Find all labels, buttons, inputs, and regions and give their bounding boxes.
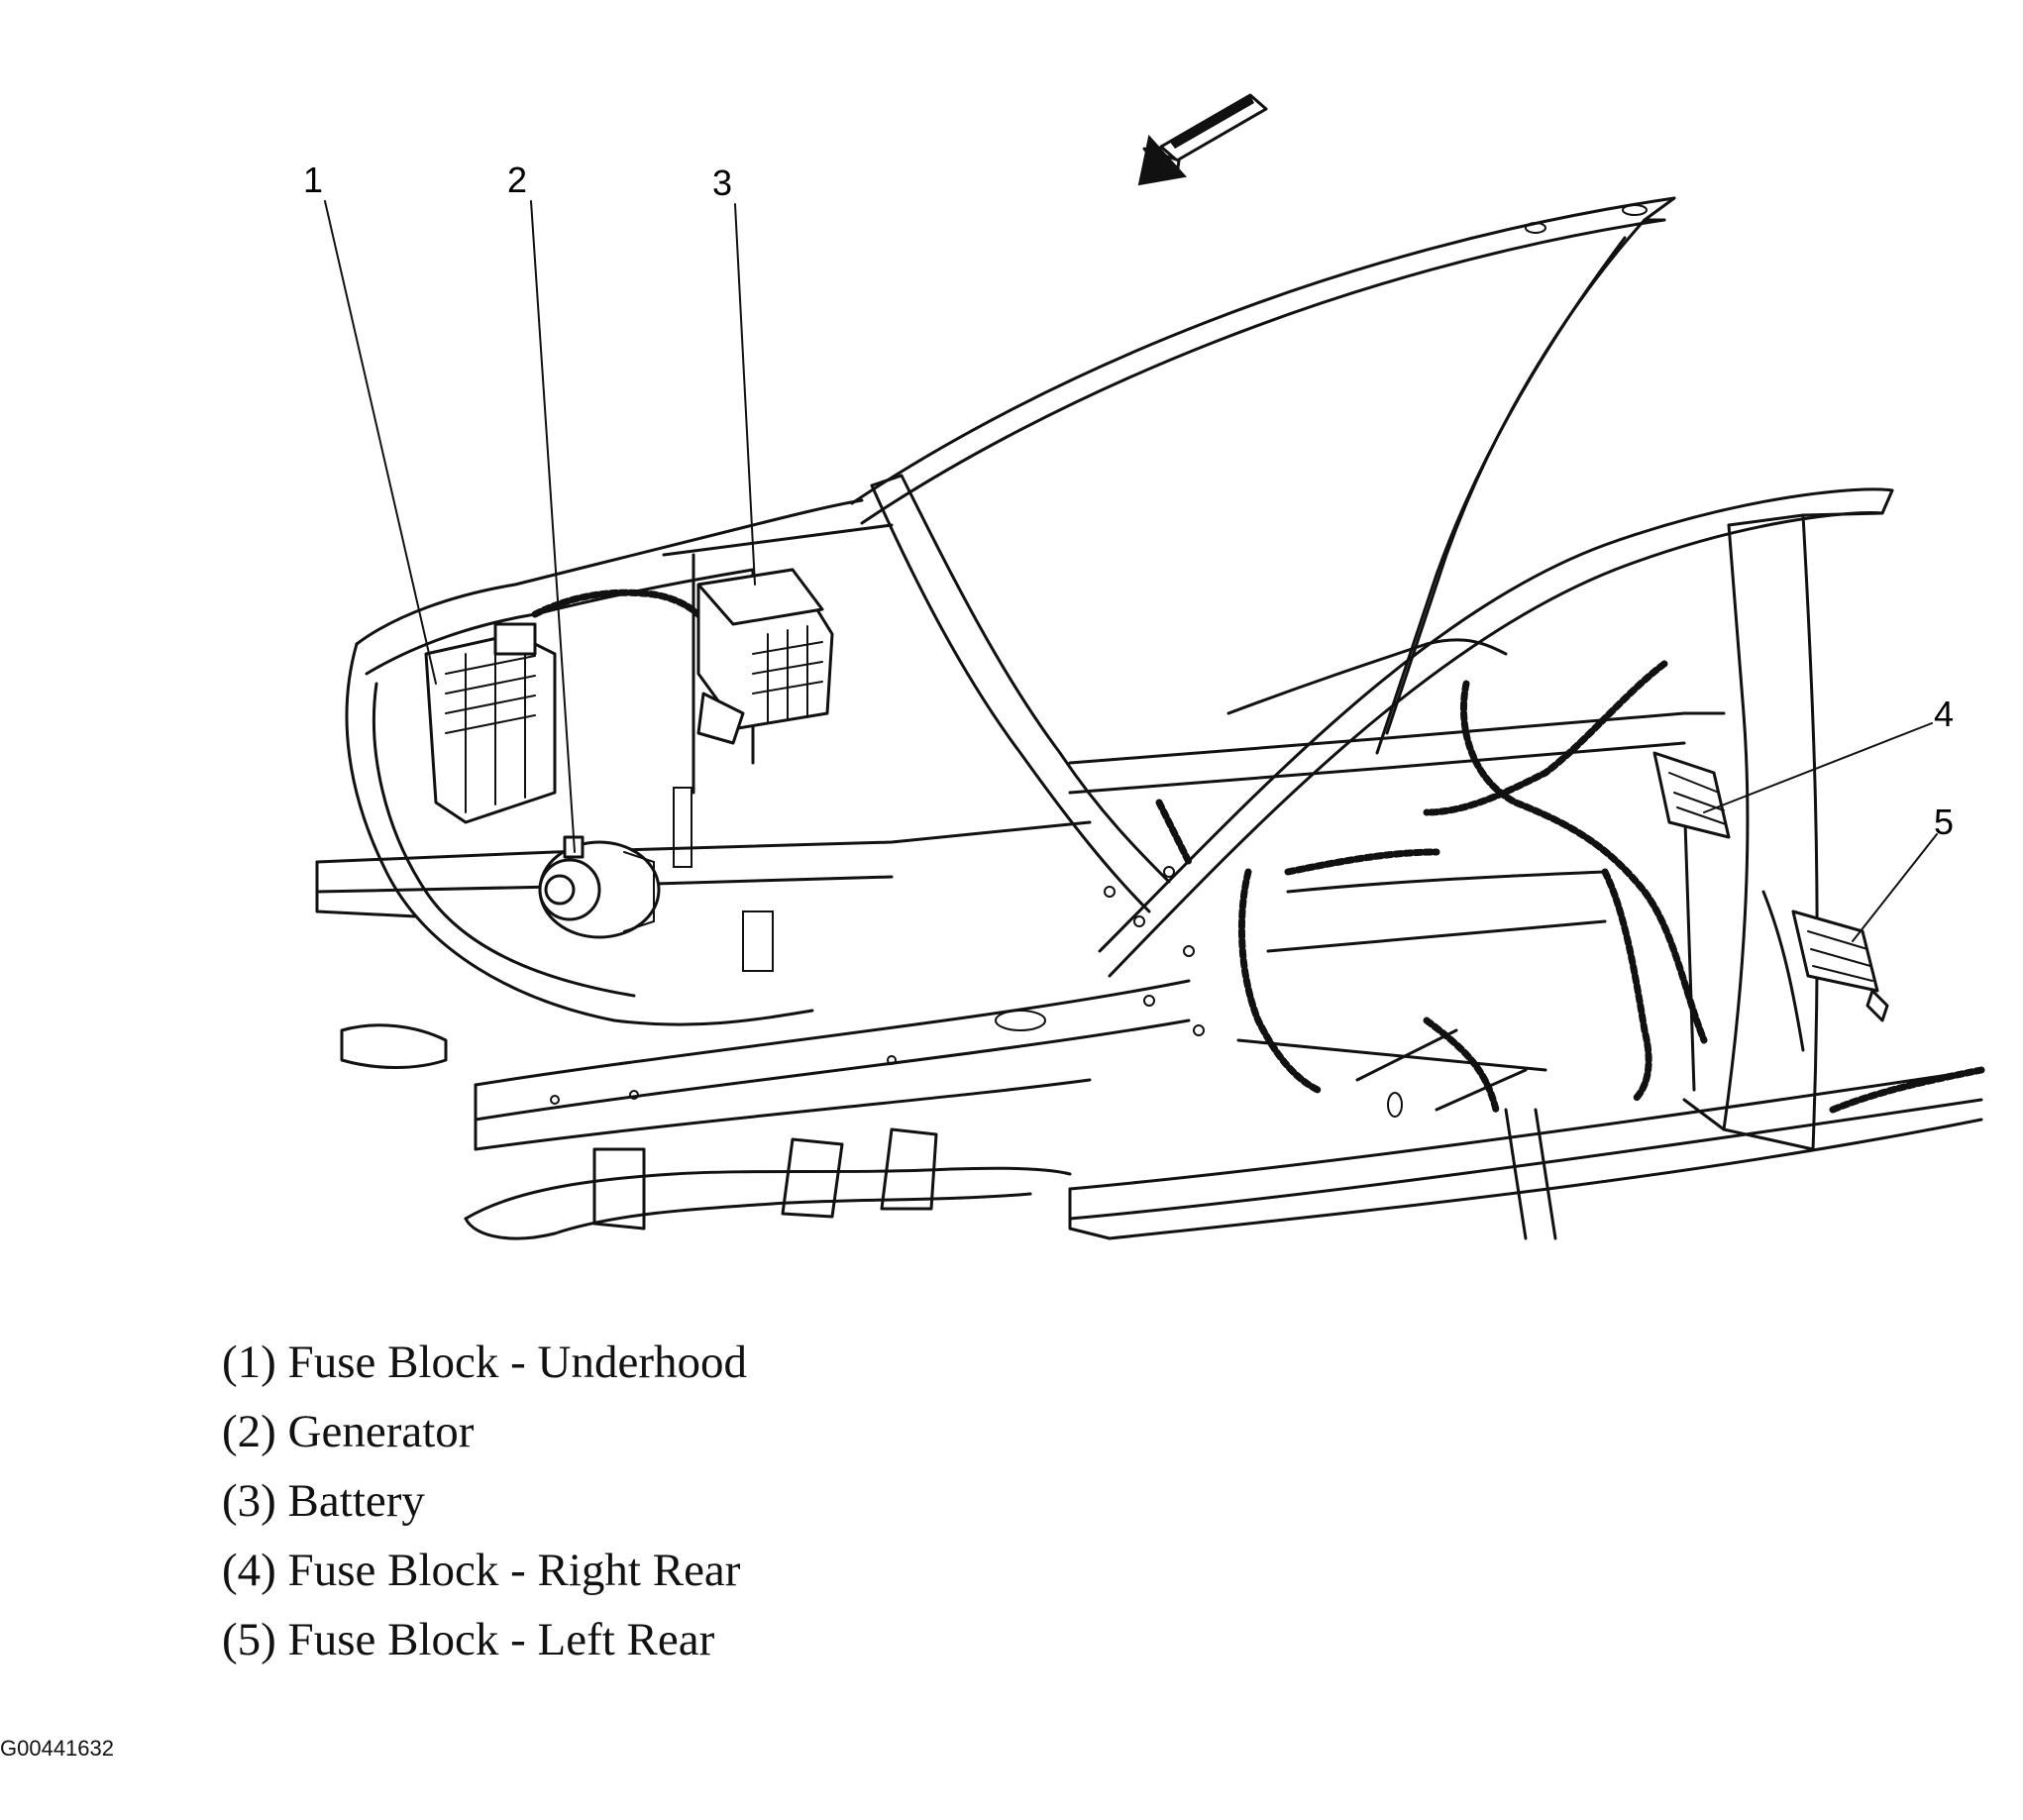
- lower-suspension: [340, 1023, 1072, 1240]
- leader-lines: [324, 200, 1938, 942]
- callout-1: 1: [303, 160, 324, 200]
- callout-4: 4: [1934, 694, 1955, 734]
- component-legend: (1) Fuse Block - Underhood (2) Generator…: [222, 1336, 747, 1682]
- floor-pan: [1068, 711, 1805, 1118]
- callout-5: 5: [1934, 802, 1955, 842]
- legend-item-fuse-block-underhood: (1) Fuse Block - Underhood: [222, 1337, 747, 1388]
- rocker-sill: [474, 979, 1983, 1240]
- generator: [538, 835, 661, 939]
- legend-item-fuse-block-left-rear: (5) Fuse Block - Left Rear: [222, 1614, 715, 1665]
- left-rear-fuse-block: [1791, 910, 1889, 1022]
- body-details: [550, 787, 1205, 1105]
- callout-3: 3: [712, 162, 733, 203]
- a-pillar: [870, 474, 1171, 913]
- roof-and-pillars: [850, 196, 1676, 755]
- battery: [696, 568, 834, 745]
- rear-door-frame: [1098, 487, 1894, 1151]
- right-rear-fuse-block: [1652, 751, 1731, 839]
- legend-item-fuse-block-right-rear: (4) Fuse Block - Right Rear: [222, 1545, 741, 1596]
- legend-item-battery: (3) Battery: [222, 1475, 425, 1527]
- forward-arrow-icon: [1137, 93, 1268, 186]
- callout-2: 2: [507, 160, 528, 200]
- underhood-fuse-block: [424, 622, 557, 824]
- legend-item-generator: (2) Generator: [222, 1406, 475, 1457]
- figure-id: G00441632: [0, 1736, 114, 1761]
